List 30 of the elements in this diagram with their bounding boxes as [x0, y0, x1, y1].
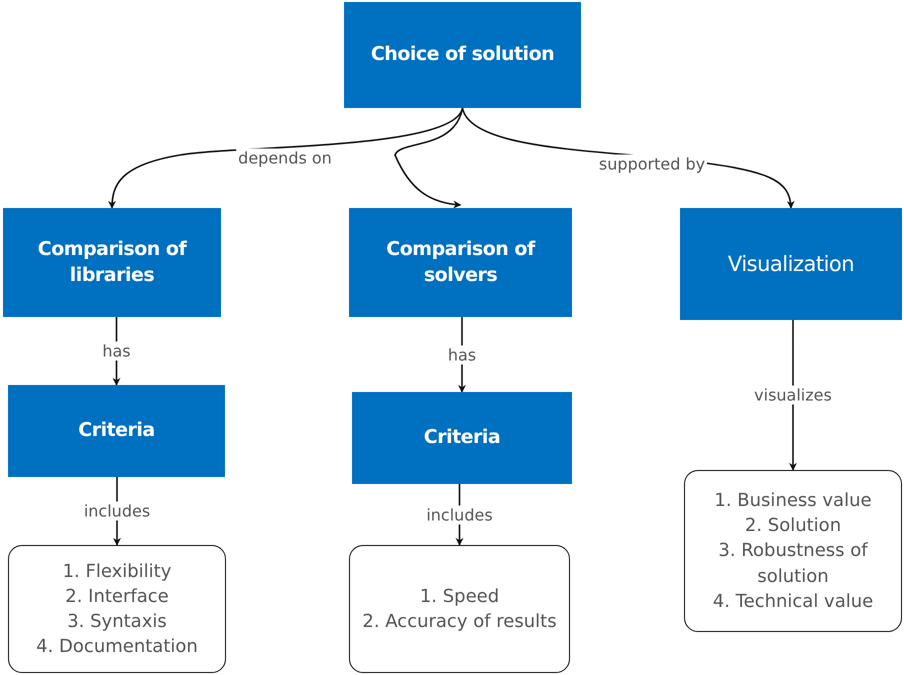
process-box	[8, 385, 225, 477]
box-title: Choice of solution	[370, 42, 554, 68]
box-title: Comparison of solvers	[385, 236, 536, 288]
list-item: 2. Solution	[744, 514, 842, 538]
arrow	[394, 108, 464, 208]
box-title: Criteria	[78, 418, 155, 444]
list-item: 2. Accuracy of results	[362, 610, 557, 634]
list-item: 3. Syntaxis	[67, 610, 167, 634]
list-item: 4. Technical value	[712, 590, 874, 614]
process-box	[680, 208, 902, 320]
list-item: 1. Speed	[420, 584, 500, 609]
list-box	[684, 470, 902, 632]
edge-label: visualizes	[752, 386, 834, 404]
list-item: 1. Flexibility	[62, 560, 172, 584]
list-item: 3. Robustness of solution	[717, 539, 869, 589]
process-box	[3, 208, 221, 317]
process-box	[344, 2, 581, 108]
list-item: 1. Business value	[714, 489, 872, 514]
list-item: 2. Interface	[65, 584, 169, 609]
edge-label: supported by	[596, 154, 708, 174]
box-title: Visualization	[728, 250, 854, 278]
list-box	[8, 545, 226, 673]
list-box	[349, 545, 570, 673]
process-box	[352, 392, 572, 484]
box-title: Comparison of libraries	[36, 236, 188, 288]
process-box	[349, 208, 572, 317]
list-item: 4. Documentation	[36, 635, 198, 660]
arrow	[789, 320, 797, 471]
box-title: Criteria	[424, 425, 500, 450]
arrow	[108, 108, 464, 209]
